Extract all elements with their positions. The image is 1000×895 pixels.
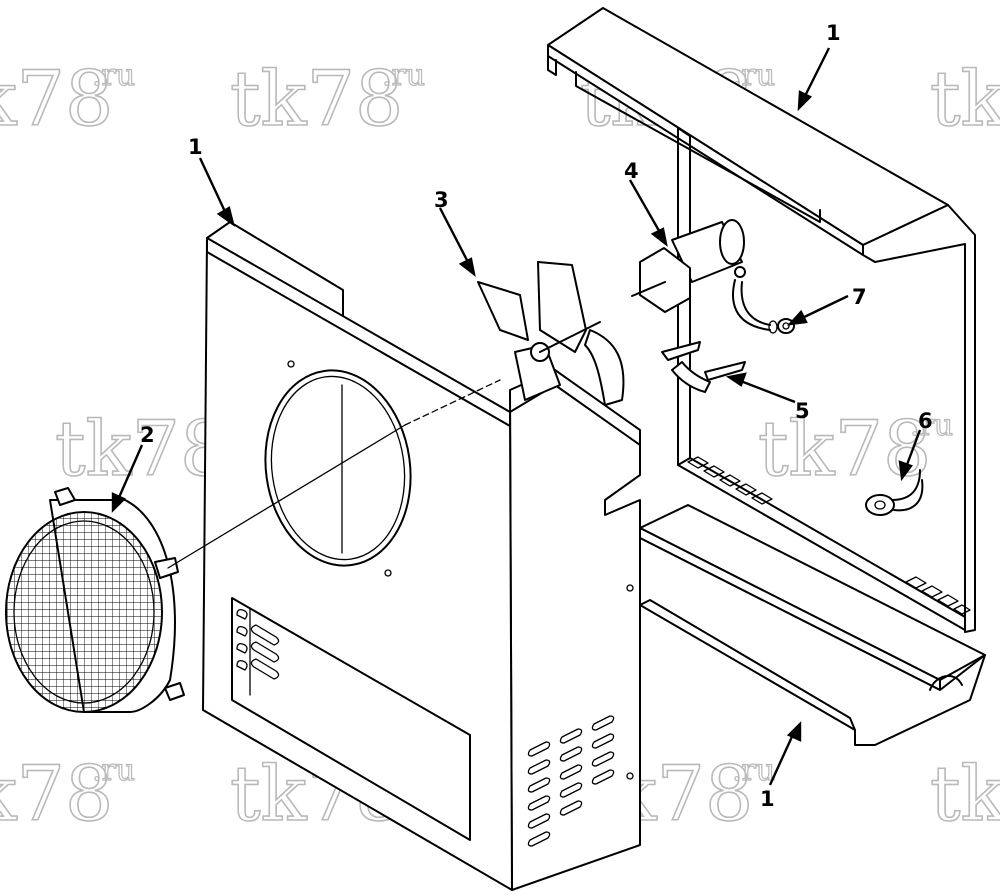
watermark-suffix: .ru (382, 58, 425, 93)
assembly-line (167, 424, 406, 569)
motor-bracket (661, 341, 746, 393)
watermark-text: tk78 (0, 749, 113, 838)
assembly-line-dashed (404, 379, 501, 426)
grille (5, 487, 185, 713)
callout-thermostat: 6 (918, 409, 933, 433)
watermark-text: tk78 (758, 404, 931, 493)
callout-housing-front: 1 (188, 135, 203, 159)
front-housing (202, 221, 641, 891)
nut (768, 318, 795, 334)
watermark-text: tk78 (930, 749, 1000, 838)
watermark-text: tk78 (230, 54, 403, 143)
callout-motor: 4 (624, 159, 639, 183)
watermark-suffix: .ru (732, 753, 775, 788)
thermostat (865, 469, 924, 516)
callout-arrows (111, 47, 922, 786)
watermark-text: tk78 (930, 54, 1000, 143)
bottom-tray (639, 504, 986, 746)
callout-housing-bottom: 1 (760, 787, 775, 811)
callout-nut: 7 (852, 285, 867, 309)
callout-fan-blade: 3 (434, 188, 449, 212)
callout-grille: 2 (140, 423, 155, 447)
callout-motor-bracket: 5 (795, 399, 810, 423)
watermark-suffix: .ru (92, 58, 135, 93)
watermark-text: tk78 (0, 54, 113, 143)
motor (631, 219, 771, 331)
back-housing-panel (547, 7, 976, 633)
callout-labels: 1 1 1 2 3 4 5 6 7 (140, 21, 933, 811)
callout-housing-back: 1 (826, 21, 841, 45)
watermark-suffix: .ru (92, 753, 135, 788)
fan-blade (477, 261, 625, 406)
